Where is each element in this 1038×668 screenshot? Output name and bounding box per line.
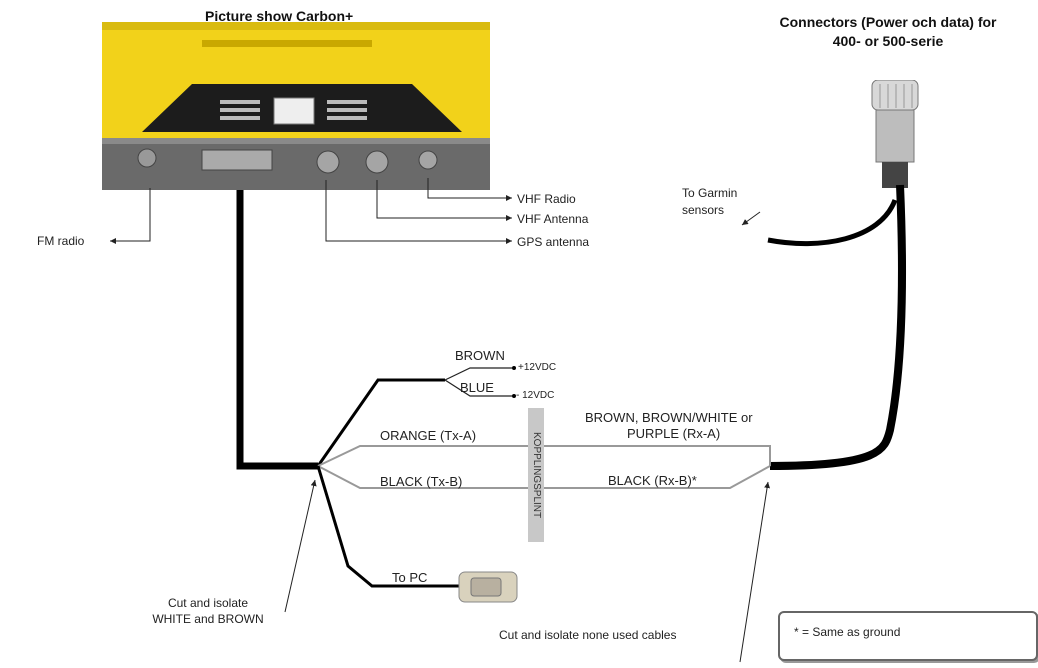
to-garmin-line1: To Garmin — [682, 186, 738, 200]
carbon-plus-device-image — [102, 22, 490, 190]
terminal-block: KOPPLINGSPLINT — [528, 408, 544, 542]
main-cable — [236, 190, 318, 470]
orange-txa-label: ORANGE (Tx-A) — [380, 428, 477, 443]
page-title: Picture show Carbon+ — [205, 8, 354, 24]
to-pc-label: To PC — [392, 570, 428, 585]
fm-radio-label: FM radio — [37, 234, 85, 248]
minus-12vdc-label: - 12VDC — [516, 390, 555, 401]
connectors-title-line1: Connectors (Power och data) for — [779, 14, 997, 30]
cut-isolate-unused-label: Cut and isolate none used cables — [499, 628, 677, 642]
connector-cable — [769, 184, 906, 470]
connectors-title-line2: 400- or 500-serie — [832, 33, 944, 49]
garmin-sensor-cable — [767, 199, 898, 247]
brown-white-purple-line2: PURPLE (Rx-A) — [627, 426, 721, 441]
kopplingsplint-label: KOPPLINGSPLINT — [531, 431, 542, 519]
db9-connector-icon — [458, 571, 518, 603]
gps-antenna-label: GPS antenna — [517, 235, 590, 249]
black-rxb-label: BLACK (Rx-B)* — [608, 473, 697, 488]
plus-12vdc-label: +12VDC — [518, 362, 557, 373]
vhf-antenna-label: VHF Antenna — [517, 212, 589, 226]
cut-isolate-line2: WHITE and BROWN — [152, 612, 264, 626]
blue-wire-label: BLUE — [460, 380, 494, 395]
black-txb-label: BLACK (Tx-B) — [380, 474, 463, 489]
brown-white-purple-line1: BROWN, BROWN/WHITE or — [585, 410, 753, 425]
to-garmin-line2: sensors — [682, 203, 725, 217]
vhf-radio-label: VHF Radio — [517, 192, 576, 206]
legend-text: * = Same as ground — [794, 625, 901, 639]
cut-isolate-line1: Cut and isolate — [167, 596, 249, 610]
brown-wire-label: BROWN — [455, 348, 505, 363]
legend-box: * = Same as ground — [778, 611, 1038, 661]
garmin-connector-image — [871, 80, 919, 188]
